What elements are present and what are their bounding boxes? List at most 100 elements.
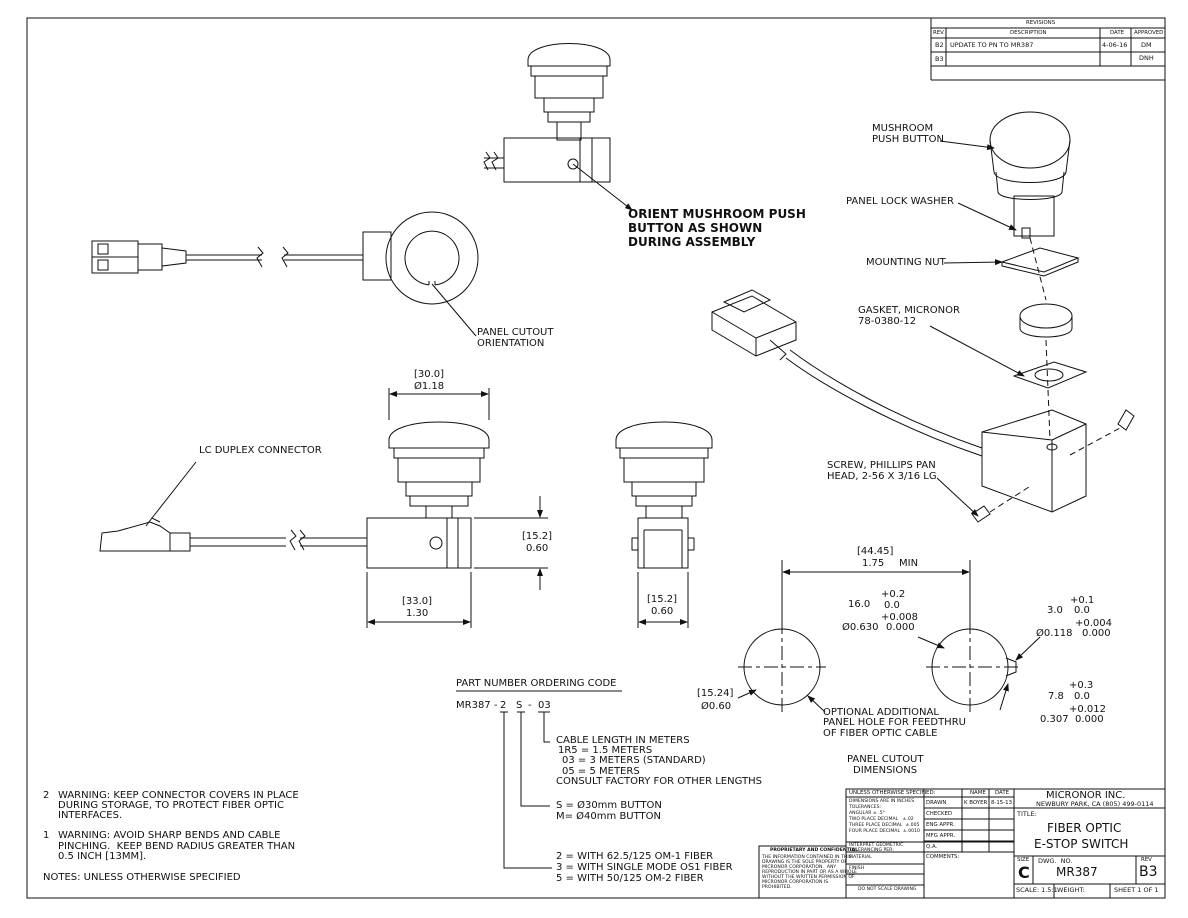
dims-line-5: THREE PLACE DECIMAL ±.005 [849,823,920,828]
size-value: C [1018,863,1030,882]
interpret-line-1: INTERPRET GEOMETRIC [849,843,904,848]
hole1-tol-plus-in: +0.008 [881,612,919,623]
dims-line-3: ANGULAR ± .5° [849,811,885,816]
weight-label: WEIGHT: [1057,886,1085,894]
proprietary-line-6: MICRONOR CORPORATION IS [762,880,829,885]
key2-in: 0.307 [1040,714,1069,725]
body-height-mm: [15.2] [522,531,553,542]
proprietary-line-4: REPRODUCTION IN PART OR AS A WHOLE [762,870,857,875]
opt-hole-mm: [15.24] [697,688,734,699]
panel-lock-washer-label: PANEL LOCK WASHER [846,196,954,207]
mfg-appr-label: MFG APPR. [926,833,956,839]
key2-tol-plus: +0.3 [1069,680,1094,691]
rev-label: REV [1141,857,1152,863]
title-label: TITLE: [1017,810,1037,818]
key1-tol-minus-in: 0.000 [1082,628,1111,639]
scale-label: SCALE: 1.5:1 [1016,886,1058,894]
lc-duplex-label: LC DUPLEX CONNECTOR [199,445,322,456]
note-2-line3: INTERFACES. [58,810,123,821]
panel-cutout-orientation-line2: ORIENTATION [477,338,545,349]
company-address: NEWBURY PARK, CA (805) 499-0114 [1036,800,1154,808]
dims-line-6: FOUR PLACE DECIMAL ±.0010 [849,829,920,834]
revisions-title: REVISIONS [1026,20,1056,26]
side-switch-view [615,421,713,628]
drawing-title-line2: E-STOP SWITCH [1034,837,1129,851]
key1-in: Ø0.118 [1036,628,1073,639]
body-width-in: 1.30 [406,608,429,619]
code-fiber: 2 [500,700,507,711]
screw-label-line2: HEAD, 2-56 X 3/16 LG [827,471,937,482]
gasket-label-line2: 78-0380-12 [858,316,917,327]
hole1-tol-plus: +0.2 [881,589,906,600]
revision-table-lines [930,17,1166,81]
button-option-1: S = Ø30mm BUTTON [556,800,662,811]
note-1-line2: PINCHING. KEEP BEND RADIUS GREATER THAN [58,841,296,852]
fiber-option-1: 2 = WITH 62.5/125 OM-1 FIBER [556,851,714,862]
panel-cutout-dimensions-line2: DIMENSIONS [853,765,918,776]
drawn-label: DRAWN [926,800,947,806]
eng-appr-label: ENG APPR. [926,822,955,828]
side-width-mm: [15.2] [647,594,678,605]
rev-row-1-approved: DM [1141,41,1152,49]
qa-label: Q.A. [926,844,938,850]
note-2-line1: WARNING: KEEP CONNECTOR COVERS IN PLACE [58,790,299,801]
rev-col-header: REV. [933,30,945,36]
rev-row-1-rev: B2 [935,41,944,49]
key2-tol-minus-in: 0.000 [1075,714,1104,725]
dwg-no-label: DWG. NO. [1038,857,1073,865]
key2-tol-minus: 0.0 [1074,691,1090,702]
front-switch-view [99,388,548,628]
finish-label: FINISH [849,866,865,871]
sheet-border [26,17,1166,899]
hole1-mm: 16.0 [848,599,871,610]
lc-cable-cutout-view [91,211,479,337]
notes-footer: NOTES: UNLESS OTHERWISE SPECIFIED [43,872,241,883]
panel-cutout-dimensions-line1: PANEL CUTOUT [847,754,924,765]
material-label: MATERIAL [849,855,872,860]
proprietary-line-2: DRAWING IS THE SOLE PROPERTY OF [762,860,848,865]
hole1-tol-minus: 0.0 [884,600,900,611]
gasket-label-line1: GASKET, MICRONOR [858,305,960,316]
proprietary-title: PROPRIETARY AND CONFIDENTIAL [770,848,859,853]
note-2-line2: DURING STORAGE, TO PROTECT FIBER OPTIC [58,800,284,811]
date-col-header-tb: DATE [995,790,1010,796]
note-1-line3: 0.5 INCH [13MM]. [58,851,147,862]
rev-row-1-date: 4-06-16 [1102,41,1128,49]
key2-mm: 7.8 [1048,691,1064,702]
proprietary-line-3: MICRONOR CORPORATION. ANY [762,865,837,870]
company-name: MICRONOR INC. [1046,790,1126,801]
cable-note: CONSULT FACTORY FOR OTHER LENGTHS [556,776,762,787]
cable-option-3: 05 = 5 METERS [562,766,640,777]
fiber-option-2: 3 = WITH SINGLE MODE OS1 FIBER [556,862,733,873]
mounting-nut-label: MOUNTING NUT [866,257,946,268]
checked-label: CHECKED [926,811,953,817]
dims-line-2: TOLERANCES: [849,805,882,810]
date-col-header: DATE [1110,30,1125,36]
hole1-tol-minus-in: 0.000 [886,622,915,633]
proprietary-line-1: THE INFORMATION CONTAINED IN THIS [762,855,852,860]
key1-tol-plus: +0.1 [1070,595,1095,606]
key1-tol-plus-in: +0.004 [1075,618,1113,629]
approved-col-header: APPROVED [1134,30,1164,36]
proprietary-line-7: PROHIBITED. [762,885,792,890]
interpret-line-2: TOLERANCING PER: [849,848,894,853]
description-col-header: DESCRIPTION [1010,30,1047,36]
top-switch-view [483,43,633,211]
rev-value: B3 [1139,864,1158,880]
code-button: S [516,700,523,711]
button-dia-in: Ø1.18 [414,381,445,392]
panel-cutout-view [737,560,1041,713]
fiber-option-3: 5 = WITH 50/125 OM-2 FIBER [556,873,704,884]
optional-hole-line2: PANEL HOLE FOR FEEDTHRU [823,717,966,728]
button-dia-mm: [30.0] [414,369,445,380]
panel-cutout-orientation-line1: PANEL CUTOUT [477,327,554,338]
code-length: 03 [538,700,551,711]
dims-line-4: TWO PLACE DECIMAL ±.02 [849,817,914,822]
orient-note-line1: ORIENT MUSHROOM PUSH [628,207,806,221]
drawn-date: 8-15-13 [991,800,1013,806]
spacing-note: MIN [899,558,919,569]
orient-note-line3: DURING ASSEMBLY [628,235,756,249]
drawn-name: K BOYER [964,800,988,806]
